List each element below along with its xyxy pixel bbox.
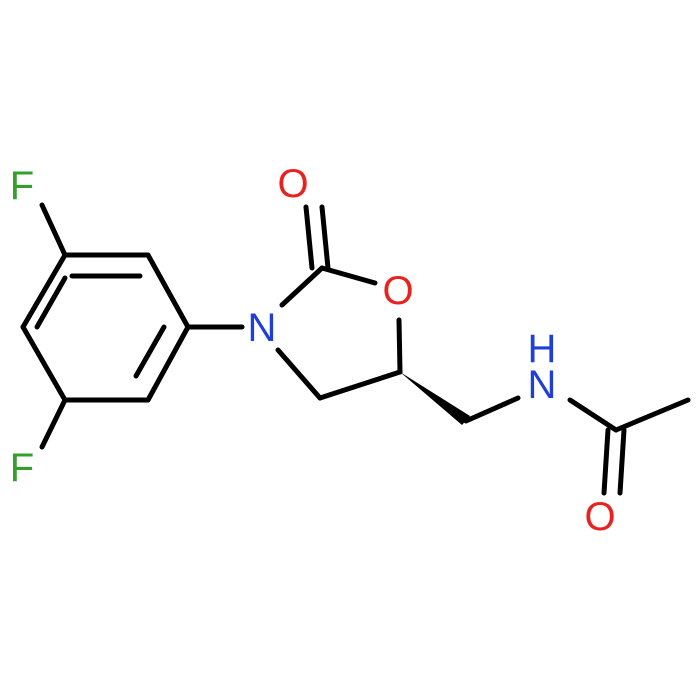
bond-c-o-amide-b: [617, 427, 627, 496]
atom-labels: F F N O O H N O: [10, 162, 616, 539]
bond-ch2-nh: [463, 395, 521, 424]
bond-c-amide-methyl: [613, 397, 691, 433]
bond-ring-inner-3: [34, 275, 68, 330]
bond-c2-o-carbonyl-a: [303, 204, 315, 271]
atom-n-amide: N: [528, 363, 557, 407]
bond-c-f-bottom: [39, 397, 68, 450]
atom-f-bottom: F: [10, 446, 34, 490]
bond-ring-c3-c4: [145, 324, 191, 403]
wedge-bond-c5-ch2: [400, 372, 470, 425]
bond-n-c2: [279, 265, 325, 308]
atom-f-top: F: [10, 164, 34, 208]
bond-c4-n: [275, 347, 323, 401]
bond-o-ring-c5: [396, 317, 403, 375]
atom-n-ring: N: [248, 306, 277, 350]
atom-o-amide: O: [584, 495, 615, 539]
bond-c-f-top: [39, 202, 68, 258]
bond-c-o-amide-a: [601, 427, 611, 496]
atom-h-amide: H: [528, 327, 557, 371]
bond-ring-inner-2: [133, 324, 167, 379]
bond-nh-c-amide: [567, 397, 619, 433]
bond-ring-c6-c1: [20, 252, 68, 330]
bond-c5-c4: [317, 369, 403, 401]
bond-ring-c2-c3: [145, 252, 191, 330]
bonds: [20, 202, 691, 496]
bond-ring-c5-c6: [20, 324, 68, 403]
atom-o-carbonyl: O: [277, 162, 308, 206]
bond-c2-o-ring: [319, 265, 378, 286]
bond-c2-o-carbonyl-b: [319, 204, 331, 271]
atom-o-ring: O: [382, 269, 413, 313]
